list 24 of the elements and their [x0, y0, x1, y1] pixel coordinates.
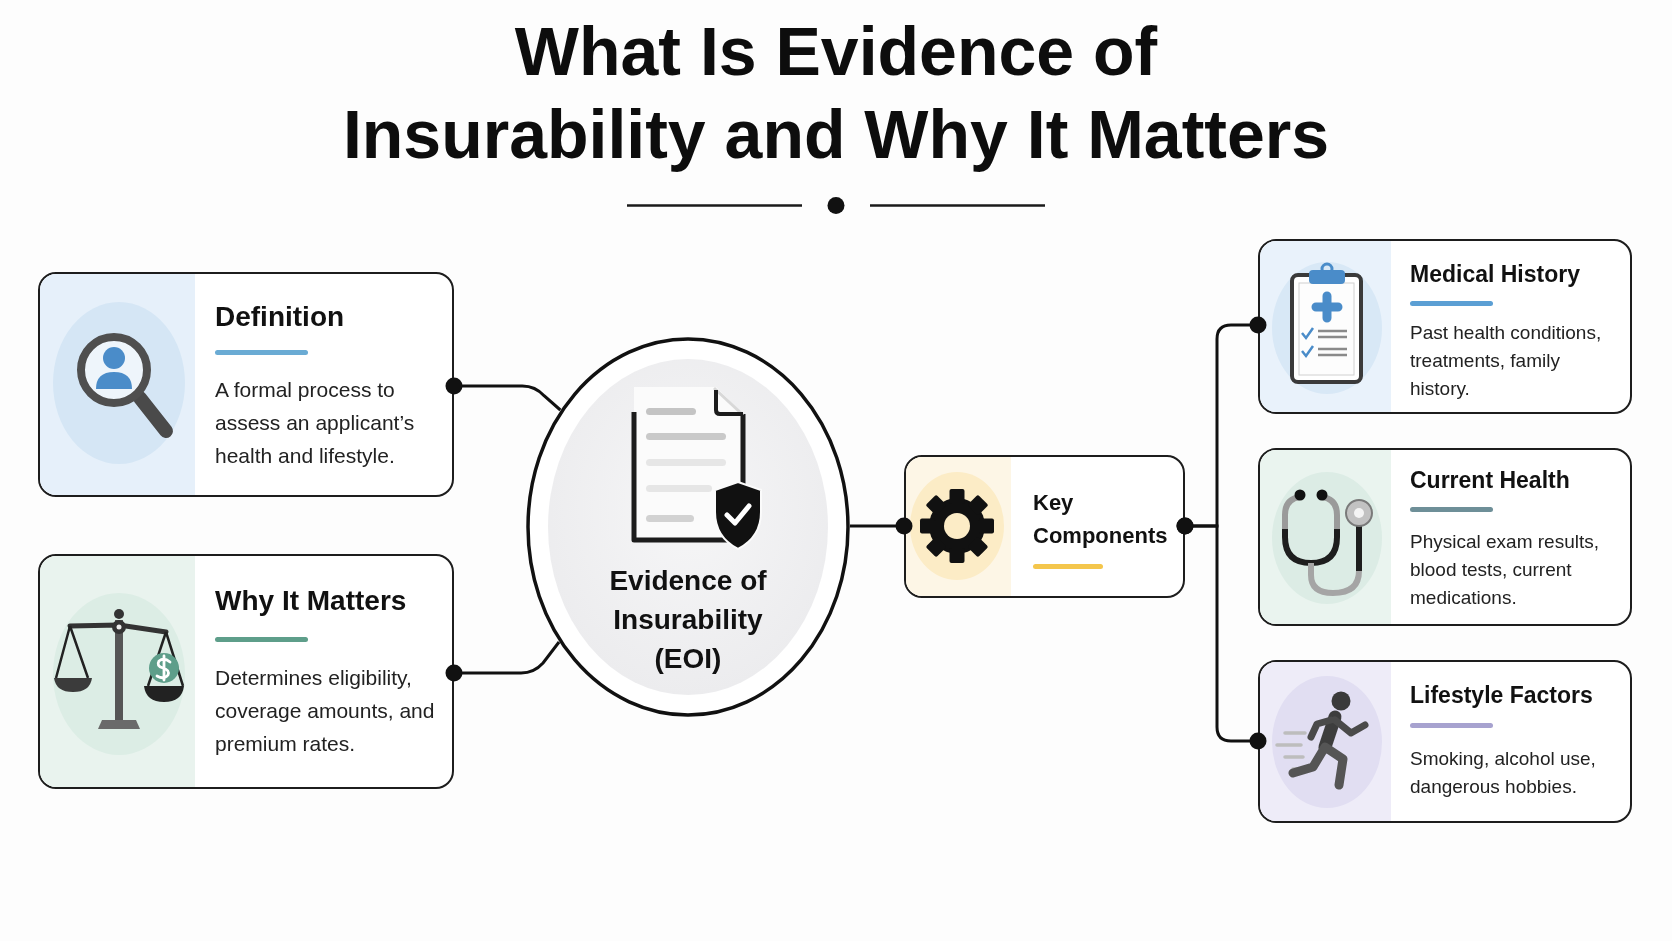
card-heading: Why It Matters — [215, 584, 408, 618]
card-heading: Definition — [215, 300, 346, 334]
card-heading: Current Health — [1410, 466, 1571, 494]
card-heading: Key Components — [1033, 489, 1169, 550]
info-card — [38, 272, 454, 497]
card-description: A formal process to assess an applicant’s health and lifestyle. — [215, 377, 416, 469]
card-heading: Medical History — [1410, 260, 1581, 288]
info-card — [904, 455, 1185, 598]
central-circle — [526, 337, 850, 717]
card-description: Smoking, alcohol use, dangerous hobbies. — [1410, 747, 1597, 799]
card-description: Physical exam results, blood tests, current medications. — [1410, 530, 1600, 610]
info-card — [1258, 239, 1632, 414]
connector-line — [850, 517, 913, 535]
info-card — [38, 554, 454, 789]
connector-line — [1176, 517, 1267, 750]
info-card — [1258, 660, 1632, 823]
circle-label: Evidence of Insurability (EOI) — [608, 564, 768, 676]
card-heading: Lifestyle Factors — [1410, 681, 1594, 709]
connector-line — [445, 641, 561, 682]
connector-line — [445, 377, 562, 412]
card-description: Past health conditions, treatments, family history. — [1410, 321, 1603, 401]
diagram-title: What Is Evidence of Insurability and Why It Matters — [341, 12, 1331, 174]
card-description: Determines eligibility, coverage amounts, and premium rates. — [215, 665, 436, 757]
info-card — [1258, 448, 1632, 626]
